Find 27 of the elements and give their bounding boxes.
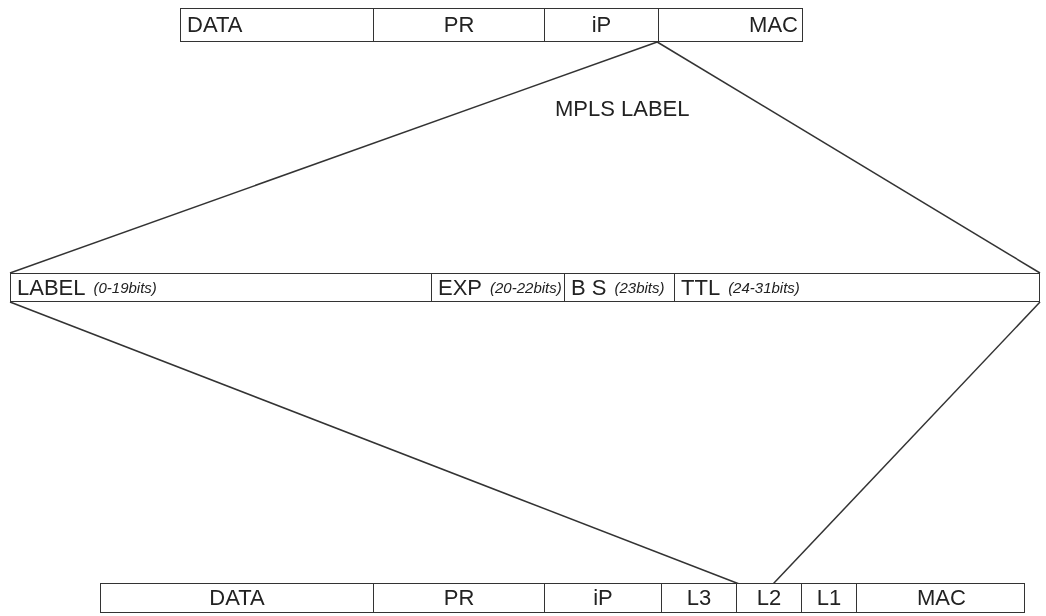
header-field: PR: [373, 584, 544, 612]
field-name: LABEL: [17, 274, 86, 301]
header-field: MAC: [856, 584, 1026, 612]
expansion-line: [9, 41, 658, 274]
bit-range: (20-22bits): [490, 279, 562, 296]
packet-bar: [100, 583, 1025, 613]
header-field: L3: [661, 584, 736, 612]
field-name: EXP: [438, 274, 483, 301]
packet-bar: [10, 273, 1040, 302]
expansion-line: [772, 301, 1041, 585]
bit-range: (0-19bits): [93, 279, 157, 296]
expansion-line: [656, 41, 1041, 274]
bit-range: (23bits): [614, 279, 665, 296]
field-name: B S: [571, 274, 607, 301]
header-field: PR: [373, 9, 544, 41]
header-field: [431, 274, 564, 301]
packet-bar: [180, 8, 803, 42]
field-name: TTL: [681, 274, 721, 301]
header-field: DATA: [181, 9, 373, 41]
header-field: DATA: [101, 584, 373, 612]
header-field: MAC: [658, 9, 804, 41]
header-field: iP: [544, 9, 658, 41]
bit-range: (24-31bits): [728, 279, 800, 296]
header-field: L1: [801, 584, 856, 612]
header-field: iP: [544, 584, 661, 612]
header-field: L2: [736, 584, 801, 612]
section-title: MPLS LABEL: [555, 96, 690, 122]
